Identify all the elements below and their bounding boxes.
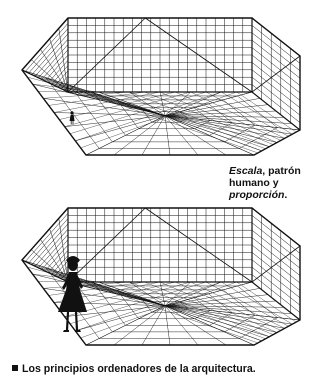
room-outline [21, 207, 301, 346]
bullet-square-icon [12, 365, 18, 371]
caption-line3-rest: . [284, 189, 288, 201]
human-figure-large [58, 256, 87, 332]
caption-line1-rest: , patrón [262, 165, 301, 177]
room-outline [21, 17, 301, 156]
caption-word-escala: Escala [229, 165, 263, 177]
footer-caption: Los principios ordenadores de la arquite… [12, 363, 328, 375]
room-diagram-bottom [21, 207, 301, 346]
footer-text: Los principios ordenadores de la arquite… [22, 363, 256, 375]
room-walls [21, 207, 301, 321]
figure-caption: Escala, patrón humano y proporción. [229, 165, 325, 201]
room-floor-grid [21, 69, 301, 156]
human-figure-small [69, 111, 75, 124]
caption-line2: humano y [229, 177, 279, 189]
room-diagram-top [21, 17, 301, 156]
caption-word-proporcion: proporción [229, 189, 285, 201]
